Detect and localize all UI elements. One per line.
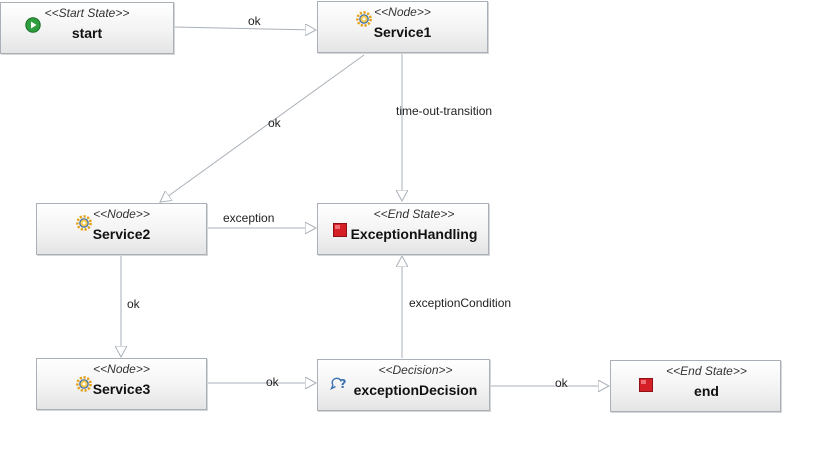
edge-start-service1[interactable] [173, 27, 316, 30]
node-service1[interactable]: <<Node>> Service1 [317, 1, 488, 53]
edge-label-exceptiondecision-exceptionhandling: exceptionCondition [409, 296, 512, 310]
node-end[interactable]: <<End State>> end [610, 360, 781, 412]
edge-service1-service2[interactable] [160, 54, 365, 202]
start-state-icon [25, 17, 41, 33]
edge-label-start-service1: ok [248, 14, 261, 28]
node-stereotype: <<End State>> [373, 207, 455, 221]
node-stereotype: <<Start State>> [44, 6, 130, 20]
node-start[interactable]: <<Start State>> start [0, 2, 174, 54]
decision-icon: ? [330, 377, 347, 391]
node-stereotype: <<Decision>> [378, 363, 453, 377]
node-name: exceptionDecision [353, 382, 478, 398]
gear-node-icon [356, 11, 372, 27]
gear-node-icon [76, 215, 92, 231]
svg-text:?: ? [340, 377, 347, 391]
edge-label-service1-service2: ok [268, 116, 281, 130]
node-service2[interactable]: <<Node>> Service2 [36, 203, 207, 255]
node-name: ExceptionHandling [350, 226, 478, 242]
node-exceptiondecision[interactable]: ? <<Decision>> exceptionDecision [317, 359, 490, 411]
node-exceptionhandling[interactable]: <<End State>> ExceptionHandling [317, 203, 489, 255]
edge-label-service2-exceptionhandling: exception [223, 211, 275, 225]
node-name: start [71, 25, 103, 41]
edge-label-exceptiondecision-end: ok [555, 376, 568, 390]
node-name: Service3 [92, 381, 151, 397]
end-state-icon [333, 223, 347, 237]
node-stereotype: <<Node>> [93, 362, 150, 376]
edge-label-service2-service3: ok [127, 297, 140, 311]
node-stereotype: <<Node>> [93, 207, 150, 221]
node-stereotype: <<Node>> [374, 5, 431, 19]
gear-node-icon [76, 376, 92, 392]
node-stereotype: <<End State>> [666, 364, 747, 378]
edge-label-service3-exceptiondecision: ok [266, 375, 279, 389]
node-name: Service2 [92, 226, 151, 242]
end-state-icon [639, 378, 653, 392]
node-name: Service1 [373, 24, 432, 40]
node-name: end [694, 383, 719, 399]
edge-label-service1-exceptionhandling: time-out-transition [396, 104, 493, 118]
node-service3[interactable]: <<Node>> Service3 [36, 358, 207, 410]
